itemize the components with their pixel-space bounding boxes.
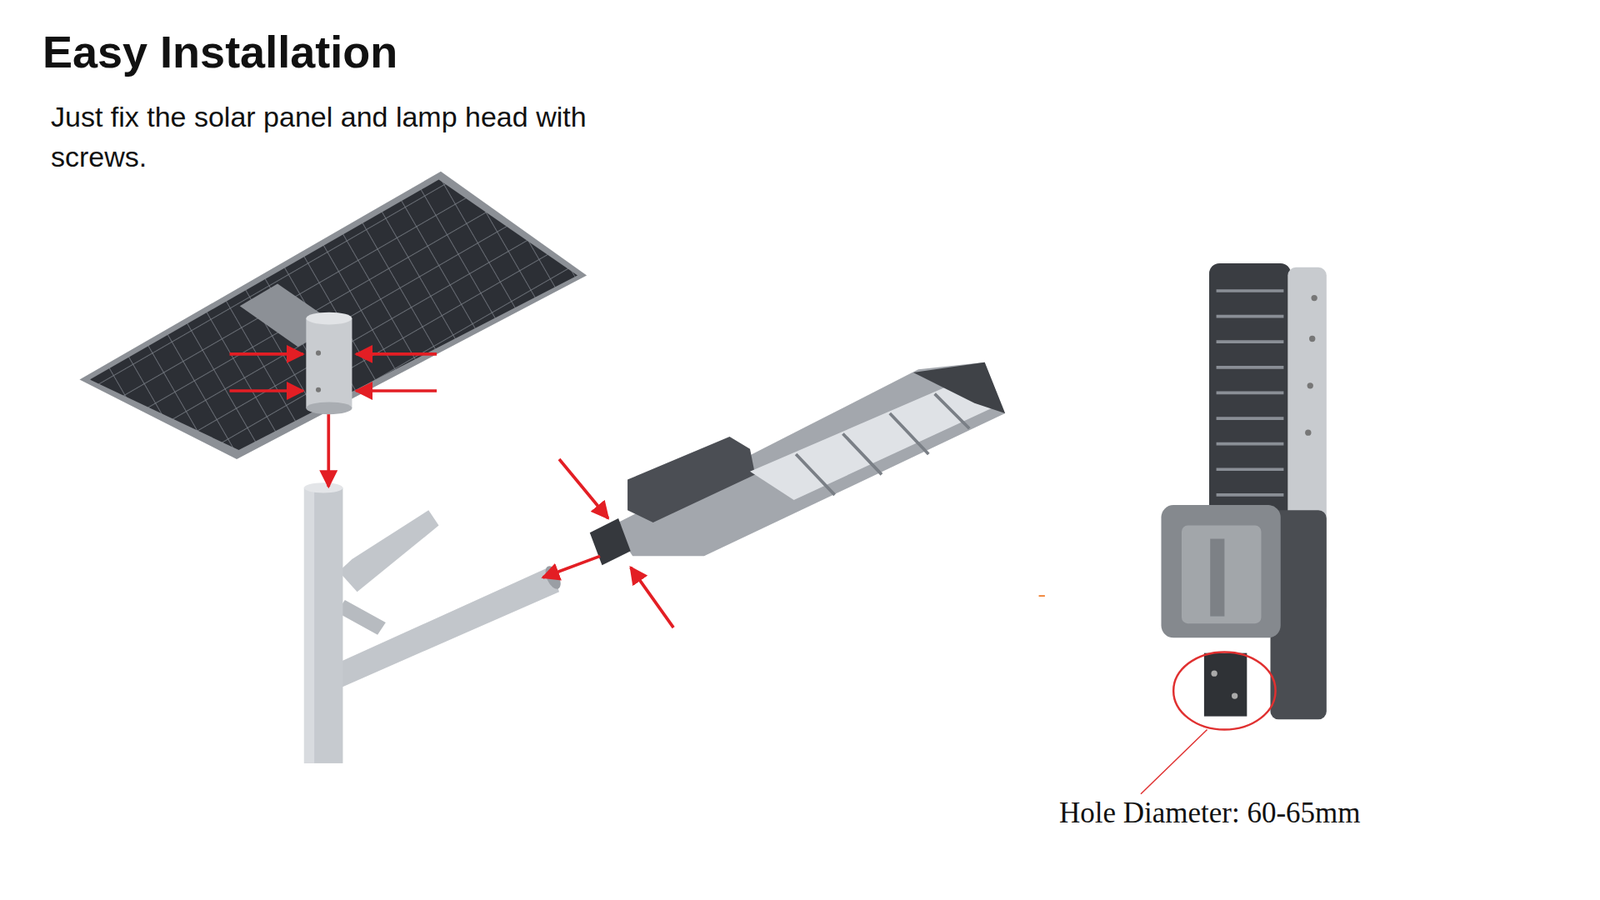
install-arrows: [230, 354, 675, 628]
dimension-label: Hole Diameter: 60-65mm: [1059, 795, 1361, 831]
pole: [304, 482, 565, 764]
lamp-head-bottom-view: [1039, 263, 1327, 795]
page-title: Easy Installation: [42, 25, 398, 80]
lamp-head: [590, 362, 1005, 566]
instruction-text: Just fix the solar panel and lamp head w…: [50, 97, 626, 177]
solar-panel: [80, 171, 588, 460]
